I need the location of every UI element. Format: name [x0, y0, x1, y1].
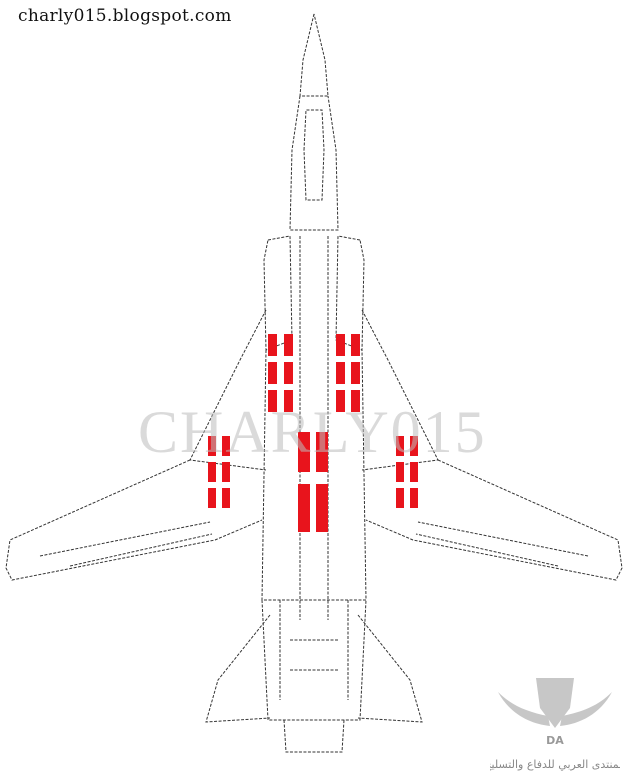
- wing-right-icon: [560, 692, 612, 726]
- munition: [208, 462, 216, 482]
- munition: [351, 390, 360, 412]
- blog-credit: charly015.blogspot.com: [18, 6, 232, 26]
- shield-icon: [536, 678, 574, 728]
- intake-left: [263, 235, 293, 351]
- wing-left-icon: [498, 692, 550, 726]
- munition: [396, 462, 404, 482]
- munition: [298, 432, 310, 472]
- munition: [222, 488, 230, 508]
- tailplane-left: [205, 614, 271, 723]
- munition: [336, 334, 345, 356]
- tailplane-right: [357, 614, 423, 723]
- wing-left-flaps: [39, 521, 213, 567]
- glove-right: [361, 309, 439, 471]
- munition: [208, 488, 216, 508]
- munition: [222, 462, 230, 482]
- forum-logo: DA المنتدى العربي للدفاع والتسليح: [490, 678, 620, 771]
- munition: [268, 334, 277, 356]
- munition: [336, 390, 345, 412]
- intake-right: [335, 235, 365, 351]
- fuselage-spine: [299, 236, 329, 620]
- center-fuselage: [261, 349, 367, 601]
- wing-right: [365, 459, 623, 581]
- munition: [410, 436, 418, 456]
- watermark-text: CHARLY015: [138, 399, 487, 465]
- munition: [284, 390, 293, 412]
- engine-detail: [279, 600, 349, 700]
- munition: [222, 436, 230, 456]
- munition: [351, 334, 360, 356]
- emblem-text: DA: [546, 734, 564, 747]
- wing-right-flaps: [415, 521, 589, 567]
- munition: [410, 462, 418, 482]
- munition: [284, 334, 293, 356]
- glove-left: [189, 309, 267, 471]
- munition: [396, 488, 404, 508]
- forum-name: المنتدى العربي للدفاع والتسليح: [490, 758, 620, 771]
- munition: [316, 432, 328, 472]
- munition: [336, 362, 345, 384]
- munition: [351, 362, 360, 384]
- munition: [208, 436, 216, 456]
- forward-fuselage: [289, 95, 339, 231]
- nose-cone: [299, 13, 329, 97]
- munition: [268, 362, 277, 384]
- munition: [316, 484, 328, 532]
- wing-left: [5, 459, 263, 581]
- cockpit: [303, 109, 325, 201]
- aft-fuselage: [261, 599, 367, 721]
- munition: [396, 436, 404, 456]
- munition: [298, 484, 310, 532]
- munition: [268, 390, 277, 412]
- nozzles: [283, 719, 345, 753]
- munition: [410, 488, 418, 508]
- ordnance-group: [208, 334, 418, 532]
- munition: [284, 362, 293, 384]
